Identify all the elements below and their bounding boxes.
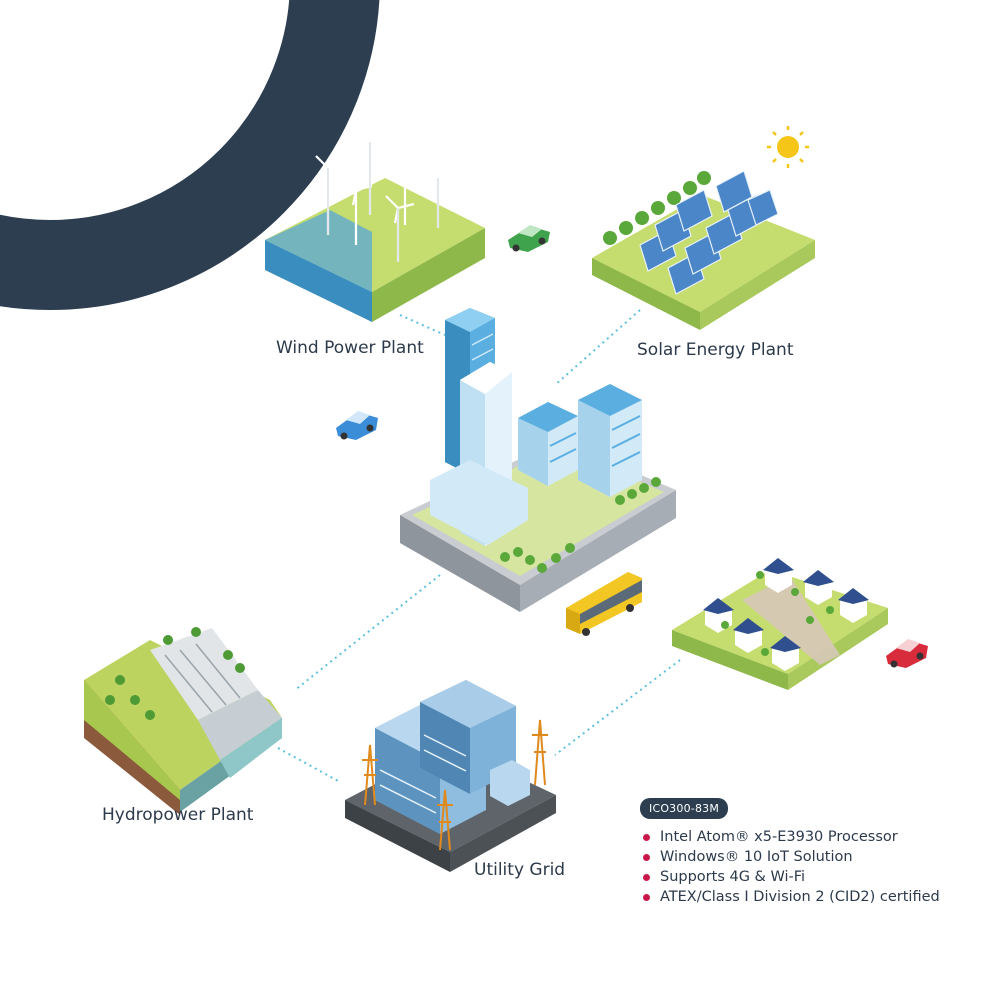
city-center xyxy=(400,308,676,612)
hydropower-plant-label: Hydropower Plant xyxy=(102,805,254,825)
residential-area xyxy=(672,558,888,690)
bullet-icon xyxy=(643,874,650,881)
spec-list: Intel Atom® x5-E3930 Processor Windows® … xyxy=(640,827,990,907)
wind-power-plant xyxy=(265,129,485,322)
bullet-icon xyxy=(643,854,650,861)
spec-item: Intel Atom® x5-E3930 Processor xyxy=(640,827,990,847)
city-trees xyxy=(500,477,661,573)
utility-grid-label: Utility Grid xyxy=(474,860,566,880)
spec-item: Windows® 10 IoT Solution xyxy=(640,847,990,867)
solar-panels xyxy=(639,170,779,295)
hydropower-plant xyxy=(84,627,282,815)
green-car xyxy=(508,225,550,252)
red-car xyxy=(886,639,928,668)
power-towers xyxy=(362,719,548,851)
spec-item: ATEX/Class I Division 2 (CID2) certified xyxy=(640,887,990,907)
decorative-ring xyxy=(0,0,380,310)
blue-car xyxy=(336,411,378,440)
solar-trees xyxy=(603,171,711,245)
utility-grid xyxy=(345,680,556,872)
solar-energy-plant-label: Solar Energy Plant xyxy=(637,340,794,360)
solar-energy-plant xyxy=(592,126,815,330)
wind-power-plant-label: Wind Power Plant xyxy=(276,338,424,358)
spec-item-text: Windows® 10 IoT Solution xyxy=(660,849,853,865)
spec-item-text: Supports 4G & Wi-Fi xyxy=(660,869,806,885)
product-spec-box: ICO300-83M Intel Atom® x5-E3930 Processo… xyxy=(640,798,990,907)
bullet-icon xyxy=(643,834,650,841)
bullet-icon xyxy=(643,894,650,901)
spec-item: Supports 4G & Wi-Fi xyxy=(640,867,990,887)
sun-icon xyxy=(767,126,809,168)
product-model-badge: ICO300-83M xyxy=(640,798,729,819)
connector-lines xyxy=(277,309,681,783)
spec-item-text: ATEX/Class I Division 2 (CID2) certified xyxy=(660,889,940,905)
yellow-bus xyxy=(566,572,642,636)
spec-item-text: Intel Atom® x5-E3930 Processor xyxy=(660,829,898,845)
